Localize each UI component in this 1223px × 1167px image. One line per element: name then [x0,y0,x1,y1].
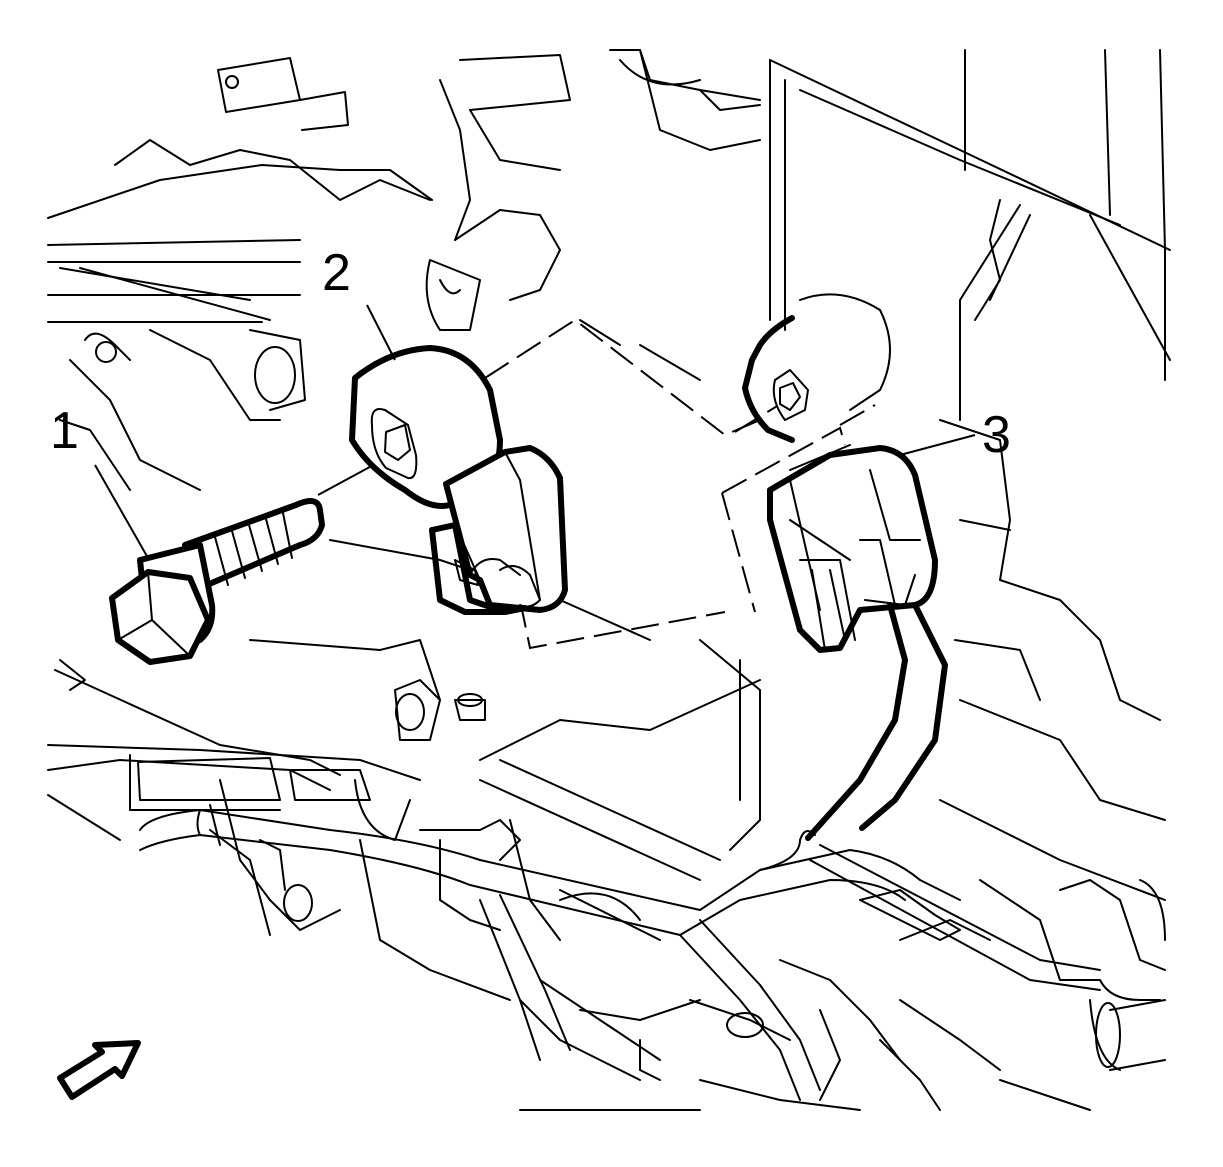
knock-sensor-bolt [109,498,325,665]
knock-sensor-connector [767,444,938,653]
callout-1: 1 [50,402,79,460]
callout-leaders [94,304,976,559]
callout-2: 2 [322,244,351,302]
sensor-cable [805,602,948,841]
sensor-mounting-boss [742,315,809,443]
engine-block-background [47,49,1171,1111]
knock-sensor [349,345,568,615]
view-direction-arrow-icon [57,1040,141,1100]
wiring-harness [139,804,1101,1101]
callout-3: 3 [982,406,1011,464]
callouts: 1 2 3 [50,244,1011,464]
